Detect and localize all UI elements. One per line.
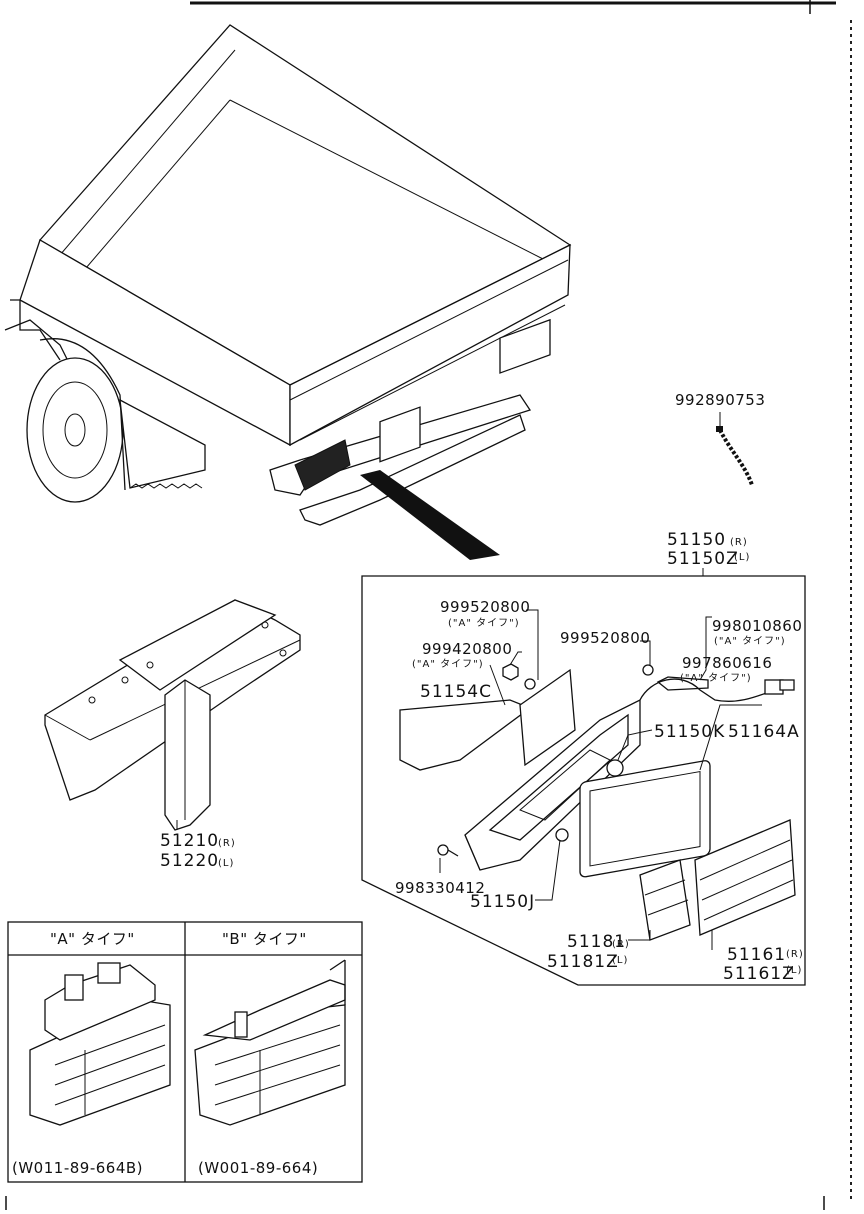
label-998330412: 998330412 — [395, 879, 485, 897]
label-51150j: 51150J — [470, 892, 535, 912]
label-997860616-note: ("A" タイフ") — [680, 672, 752, 684]
label-998010860: 998010860 — [712, 617, 802, 635]
label-999520800-a: 999520800 — [440, 598, 530, 616]
variant-table — [7, 921, 363, 1183]
label-997860616: 997860616 — [682, 654, 772, 672]
label-51161: 51161 — [727, 945, 786, 965]
label-51161z: 51161Z — [723, 964, 795, 984]
lamp-assembly-l: 51150Z — [667, 549, 739, 569]
cord-part-number: 992890753 — [675, 391, 765, 409]
pointer-arrow — [360, 470, 500, 560]
label-51181z: 51181Z — [547, 952, 619, 972]
label-51150k: 51150K — [654, 722, 725, 742]
label-999420800: 999420800 — [422, 640, 512, 658]
variant-a-header: "A" タイフ" — [50, 930, 135, 948]
cord-part — [716, 412, 754, 486]
bracket-r-suffix: (R) — [218, 838, 236, 849]
label-51161z-suffix: (L) — [786, 965, 802, 976]
label-51181-suffix: (R) — [612, 939, 630, 950]
label-51181z-suffix: (L) — [612, 955, 628, 966]
exploded-view-frame — [361, 575, 806, 986]
variant-a-code: (W011-89-664B) — [12, 1159, 143, 1177]
label-998010860-note: ("A" タイフ") — [714, 635, 786, 647]
variant-b-header: "B" タイフ" — [222, 930, 307, 948]
highlighted-lamp — [294, 439, 351, 491]
bracket-l: 51220 — [160, 851, 219, 871]
label-51161-suffix: (R) — [786, 949, 804, 960]
bracket-r: 51210 — [160, 831, 219, 851]
label-51181: 51181 — [567, 932, 626, 952]
variant-a-lamp — [29, 962, 171, 1126]
variant-b-lamp — [194, 959, 346, 1126]
bracket-l-suffix: (L) — [218, 858, 234, 869]
label-999420800-note: ("A" タイフ") — [412, 658, 484, 670]
label-51164a: 51164A — [728, 722, 800, 742]
bracket-illustration — [44, 599, 301, 831]
lamp-exploded-parts — [399, 609, 796, 950]
lamp-assembly-l-suffix: (L) — [734, 552, 750, 563]
label-51154c: 51154C — [420, 682, 492, 702]
lamp-assembly-r-suffix: (R) — [730, 537, 748, 548]
label-999520800-a-note: ("A" タイフ") — [448, 617, 520, 629]
truck-illustration — [4, 24, 572, 560]
label-999520800-b: 999520800 — [560, 629, 650, 647]
lamp-assembly-r: 51150 — [667, 530, 726, 550]
variant-b-code: (W001-89-664) — [198, 1159, 318, 1177]
